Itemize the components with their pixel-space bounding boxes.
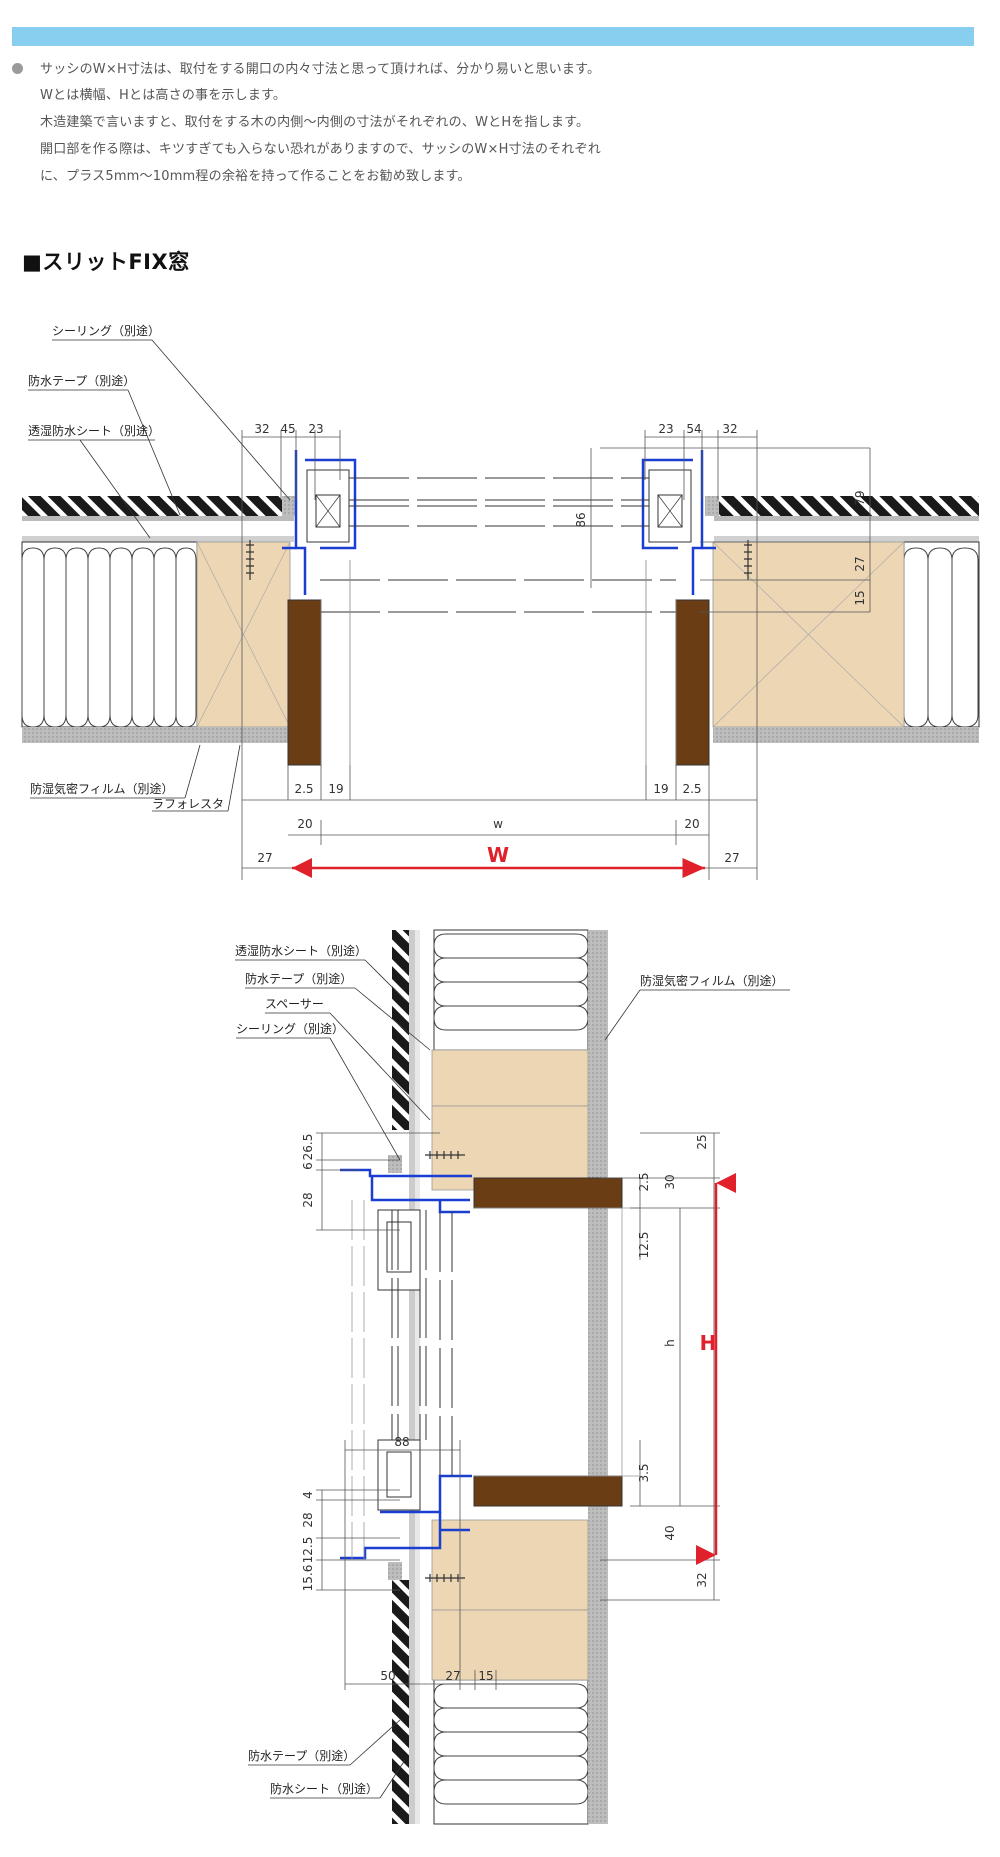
dim-30: 30 bbox=[663, 1174, 677, 1189]
dim-15-6: 15.6 bbox=[301, 1565, 315, 1592]
section-sealant-top bbox=[388, 1155, 402, 1173]
dim-right-54: 54 bbox=[686, 422, 701, 436]
dim-40: 40 bbox=[663, 1525, 677, 1540]
dim-27: 27 bbox=[445, 1669, 460, 1683]
section-insulation-bottom bbox=[433, 1679, 589, 1825]
section-label-waterproof-sheet: 防水シート（別途） bbox=[270, 1781, 378, 1796]
dim-left-45: 45 bbox=[280, 422, 295, 436]
dim-left-32: 32 bbox=[254, 422, 269, 436]
dim-left-23: 23 bbox=[308, 422, 323, 436]
dim-glass-86: 86 bbox=[574, 512, 588, 527]
plan-board-right bbox=[713, 727, 979, 743]
plan-label-lath: ラフォレスタ bbox=[152, 797, 224, 811]
note-line-3: 木造建築で言いますと、取付をする木の内側〜内側の寸法がそれぞれの、WとHを指しま… bbox=[40, 115, 590, 130]
plan-insulation-left bbox=[21, 541, 198, 728]
section-siding-top bbox=[392, 930, 409, 1130]
plan-label-breathable-sheet: 透湿防水シート（別途） bbox=[28, 423, 160, 438]
section-label-waterproof-tape-bottom: 防水テープ（別途） bbox=[248, 1748, 355, 1763]
dim-right-23: 23 bbox=[658, 422, 673, 436]
section-sealant-bottom bbox=[388, 1562, 402, 1580]
section-label-sealing: シーリング（別途） bbox=[236, 1021, 344, 1036]
section-glass bbox=[391, 1210, 453, 1476]
dim-v-15: 15 bbox=[853, 590, 867, 605]
dim-v-27: 27 bbox=[853, 556, 867, 571]
dim-12-5-top: 12.5 bbox=[637, 1232, 651, 1259]
section-interior-board bbox=[588, 930, 608, 1824]
plan-screw-right bbox=[744, 540, 752, 580]
dim-W-label: W bbox=[487, 843, 509, 867]
dim-right-32: 32 bbox=[722, 422, 737, 436]
section-casing-top bbox=[473, 1177, 623, 1209]
dim-left-27: 27 bbox=[257, 851, 272, 865]
note-line-2: Wとは横幅、Hとは高さの事を示します。 bbox=[40, 88, 287, 103]
dim-w-small: w bbox=[493, 817, 503, 831]
section-casing-bottom bbox=[473, 1475, 623, 1507]
dim-25: 25 bbox=[695, 1134, 709, 1149]
plan-insulation-right bbox=[903, 541, 980, 728]
section-insulation-top bbox=[433, 929, 589, 1051]
section-title: ■スリットFIX窓 bbox=[22, 250, 190, 274]
plan-board-left bbox=[22, 727, 290, 743]
plan-screw-left bbox=[246, 540, 254, 580]
note-line-1: サッシのW×H寸法は、取付をする開口の内々寸法と思って頂ければ、分かり易いと思い… bbox=[40, 62, 601, 77]
plan-casing-left bbox=[287, 599, 322, 766]
note-line-5: に、プラス5mm〜10mm程の余裕を持って作ることをお勧め致します。 bbox=[40, 169, 471, 184]
plan-casing-right bbox=[675, 599, 710, 766]
dim-v-79: 79 bbox=[853, 490, 867, 505]
dim-left-2-5: 2.5 bbox=[294, 782, 313, 796]
note-line-4: 開口部を作る際は、キツすぎても入らない恐れがありますので、サッシのW×H寸法のそ… bbox=[40, 142, 601, 157]
dim-28-top: 28 bbox=[301, 1192, 315, 1207]
dim-4: 4 bbox=[301, 1491, 315, 1499]
section-siding-bottom bbox=[392, 1580, 409, 1824]
dim-right-20: 20 bbox=[684, 817, 699, 831]
dim-3-5: 3.5 bbox=[637, 1463, 651, 1482]
dim-50: 50 bbox=[380, 1669, 395, 1683]
section-header-wood bbox=[431, 1049, 589, 1107]
plan-label-waterproof-tape: 防水テープ（別途） bbox=[28, 373, 135, 388]
dim-right-19: 19 bbox=[653, 782, 668, 796]
dim-12-5-bot: 12.5 bbox=[301, 1537, 315, 1564]
section-label-breathable-sheet: 透湿防水シート（別途） bbox=[235, 943, 367, 958]
plan-view: シーリング（別途） 防水テープ（別途） 透湿防水シート（別途） 防湿気密フィルム… bbox=[21, 323, 980, 880]
plan-sealant-left bbox=[282, 496, 296, 516]
dim-left-20: 20 bbox=[297, 817, 312, 831]
header-bar bbox=[12, 27, 974, 46]
section-view: 透湿防水シート（別途） 防水テープ（別途） スペーサー シーリング（別途） 防湿… bbox=[235, 929, 790, 1825]
section-label-vapor-film: 防湿気密フィルム（別途） bbox=[640, 973, 784, 988]
dim-right-27: 27 bbox=[724, 851, 739, 865]
dim-88: 88 bbox=[394, 1435, 409, 1449]
dim-h-small: h bbox=[663, 1339, 677, 1347]
plan-siding-left bbox=[22, 496, 294, 516]
dim-28-bot: 28 bbox=[301, 1512, 315, 1527]
section-label-spacer: スペーサー bbox=[265, 997, 324, 1011]
dim-H-label: H bbox=[700, 1331, 717, 1355]
bullet-icon bbox=[12, 63, 23, 74]
dim-26-5: 26.5 bbox=[301, 1134, 315, 1161]
section-screw-bottom bbox=[425, 1574, 465, 1582]
section-sash-top bbox=[340, 1168, 472, 1214]
section-screw-top bbox=[425, 1151, 465, 1159]
dim-6: 6 bbox=[301, 1162, 315, 1170]
plan-label-vapor-film: 防湿気密フィルム（別途） bbox=[30, 781, 174, 796]
plan-siding-right bbox=[714, 496, 979, 516]
section-sill-wood bbox=[431, 1519, 589, 1611]
dim-right-2-5: 2.5 bbox=[682, 782, 701, 796]
dim-32: 32 bbox=[695, 1572, 709, 1587]
plan-sealant-right bbox=[705, 496, 719, 516]
plan-label-sealing: シーリング（別途） bbox=[52, 323, 160, 338]
section-label-waterproof-tape-top: 防水テープ（別途） bbox=[245, 971, 352, 986]
section-sash-bottom bbox=[340, 1474, 472, 1560]
dim-15: 15 bbox=[478, 1669, 493, 1683]
dim-2-5: 2.5 bbox=[637, 1172, 651, 1191]
dim-left-19: 19 bbox=[328, 782, 343, 796]
plan-glass bbox=[320, 477, 676, 613]
